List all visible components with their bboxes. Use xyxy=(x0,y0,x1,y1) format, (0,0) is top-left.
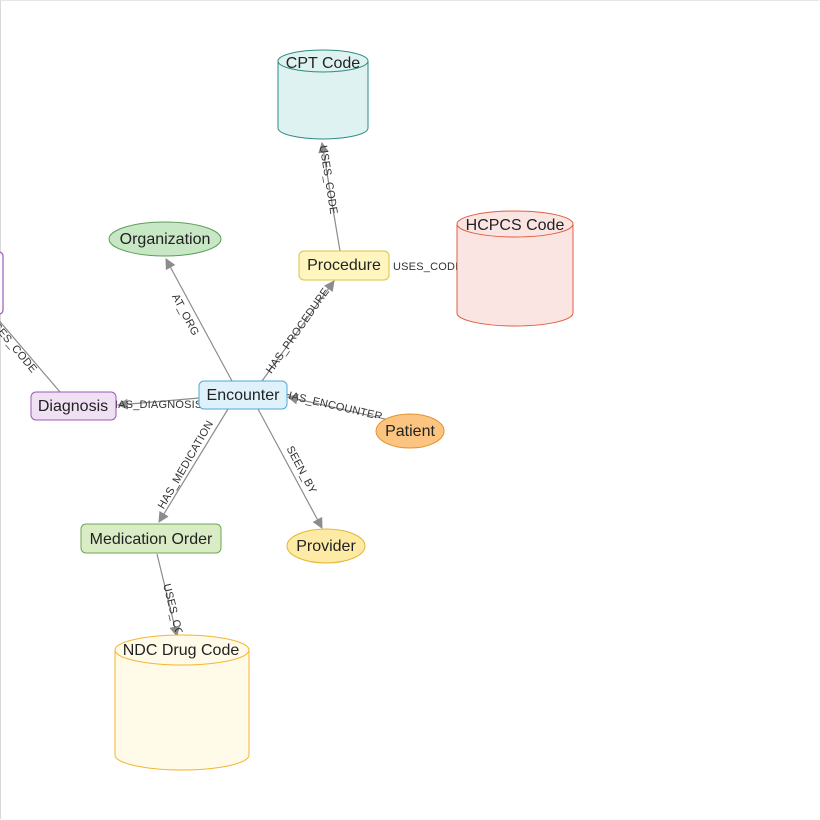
edge-encounter-procedure xyxy=(261,280,335,382)
edge-label-procedure-hcpcs: USES_CODE xyxy=(393,261,463,273)
node-diagnosis[interactable]: Diagnosis xyxy=(30,391,117,421)
node-cpt-code[interactable]: CPT Code xyxy=(277,49,369,140)
edge-encounter-organization xyxy=(165,258,233,382)
node-label-encounter: Encounter xyxy=(207,387,281,404)
node-label-ndc-drug-code: NDC Drug Code xyxy=(123,642,240,659)
node-ndc-drug-code[interactable]: NDC Drug Code xyxy=(114,634,250,771)
node-label-diagnosis: Diagnosis xyxy=(38,398,108,415)
node-label-provider: Provider xyxy=(296,538,356,555)
edge-label-patient-encounter: HAS_ENCOUNTER xyxy=(282,389,383,423)
node-encounter[interactable]: Encounter xyxy=(198,380,288,410)
edge-diagnosis-offscreen xyxy=(0,320,61,393)
node-label-medication-order: Medication Order xyxy=(90,531,213,548)
edge-procedure-cpt xyxy=(318,141,341,252)
node-procedure[interactable]: Procedure xyxy=(298,250,390,281)
edge-encounter-medication xyxy=(158,408,229,523)
edge-encounter-diagnosis xyxy=(116,397,200,410)
node-provider[interactable]: Provider xyxy=(286,528,366,564)
node-label-procedure: Procedure xyxy=(307,257,381,274)
edge-label-encounter-medication: HAS_MEDICATION xyxy=(156,419,216,511)
edges xyxy=(0,141,458,638)
node-label-patient: Patient xyxy=(385,423,435,440)
node-label-cpt-code: CPT Code xyxy=(286,55,361,72)
node-offscreen-partial xyxy=(0,251,4,315)
node-label-organization: Organization xyxy=(120,231,211,248)
edge-label-procedure-cpt: USES_CODE xyxy=(317,145,340,216)
edge-label-encounter-procedure: HAS_PROCEDURE xyxy=(264,286,332,376)
edge-encounter-provider xyxy=(257,408,323,529)
node-patient[interactable]: Patient xyxy=(375,413,445,449)
edge-patient-encounter xyxy=(286,393,386,420)
edge-label-bg xyxy=(390,258,456,274)
edge-label-encounter-diagnosis: HAS_DIAGNOSIS xyxy=(110,399,202,411)
node-hcpcs-code[interactable]: HCPCS Code xyxy=(456,210,574,327)
node-medication-order[interactable]: Medication Order xyxy=(80,523,222,554)
edge-medication-ndc xyxy=(156,553,180,638)
node-label-hcpcs-code: HCPCS Code xyxy=(466,217,565,234)
edge-label-diagnosis-offscreen: USES_CODE xyxy=(0,314,39,375)
node-organization[interactable]: Organization xyxy=(108,221,222,257)
